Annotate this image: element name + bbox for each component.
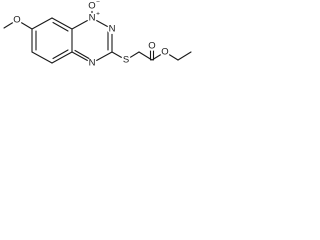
ester-oxygen-label: O [161,47,168,58]
carbonyl-oxygen-label: O [148,41,155,52]
double-bond-inner [74,49,90,60]
double-bond-inner [52,49,69,60]
sulfur-label: S [123,55,129,66]
chemical-structure: O N + O − N N S O O [3,0,192,69]
double-bond-inner [52,21,69,32]
bond [138,51,153,61]
bond [51,51,73,64]
bond [177,51,192,61]
ring-nitrogen-upper-label: N [109,24,116,35]
bond [31,51,53,64]
bond [31,17,53,30]
bond [51,17,73,30]
n-oxide-oxygen-label: O [88,1,95,12]
triazine-ring [71,17,113,64]
benzene-ring [31,17,73,64]
ring-nitrogen-lower-label: N [89,58,96,69]
oxide-negative-charge: − [96,0,100,6]
methoxy-oxygen-label: O [13,15,20,26]
n-oxide-nitrogen-label: N [89,13,96,24]
n-oxide-positive-charge: + [96,11,100,18]
